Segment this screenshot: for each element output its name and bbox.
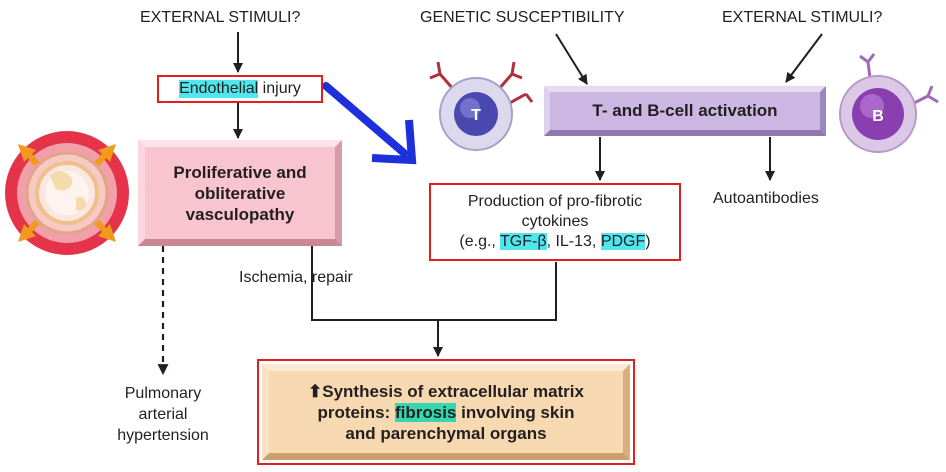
pulmonary-line1: Pulmonary — [124, 385, 202, 402]
endothelial-rest: injury — [258, 80, 301, 97]
fibrosis-line2-post: involving skin — [456, 402, 575, 422]
b-cell-illustration: B — [839, 53, 939, 153]
ischemia-repair-label: Ischemia, repair — [239, 269, 353, 286]
vessel-cross-section-illustration — [5, 131, 129, 255]
t-cell-illustration: T — [429, 61, 534, 151]
arrow-external-right-to-activation — [785, 33, 823, 83]
blue-arrow — [322, 82, 417, 165]
pulmonary-line3: hypertension — [117, 427, 209, 444]
autoantibodies-label: Autoantibodies — [713, 190, 819, 207]
vasculopathy-box: Proliferative and obliterative vasculopa… — [138, 140, 342, 246]
vasculopathy-line1: Proliferative and — [173, 162, 307, 182]
pulmonary-hypertension-label: Pulmonary arterial hypertension — [100, 383, 226, 446]
arrow-genetic-to-activation — [555, 33, 588, 85]
genetic-susceptibility-label: GENETIC SUSCEPTIBILITY — [420, 9, 625, 26]
external-stimuli-left-label: EXTERNAL STIMULI? — [140, 9, 301, 26]
t-b-cell-activation-box: T- and B-cell activation — [544, 86, 826, 136]
fibrosis-box: ⬆Synthesis of extracellular matrix prote… — [262, 364, 630, 460]
fibrosis-highlight: fibrosis — [394, 402, 457, 422]
pulmonary-line2: arterial — [138, 406, 188, 423]
cytokines-line2: cytokines — [521, 213, 589, 230]
vasculopathy-line3: vasculopathy — [185, 204, 295, 224]
fibrosis-line1: Synthesis of extracellular matrix — [322, 381, 584, 401]
t-cell-label: T — [471, 107, 481, 124]
b-cell-label: B — [872, 108, 884, 125]
tgf-beta-highlight: TGF-β — [500, 233, 547, 250]
pdgf-highlight: PDGF — [600, 233, 646, 250]
cytokines-prefix: (e.g., — [459, 233, 501, 250]
fibrosis-outer-box: ⬆Synthesis of extracellular matrix prote… — [257, 359, 635, 465]
fibrosis-line3: and parenchymal organs — [345, 423, 547, 443]
activation-label: T- and B-cell activation — [592, 101, 778, 120]
cytokines-suffix: ) — [645, 233, 651, 250]
fibrosis-line2-pre: proteins: — [317, 402, 395, 422]
cytokines-line1: Production of pro-fibrotic — [467, 193, 643, 210]
external-stimuli-right-label: EXTERNAL STIMULI? — [722, 9, 883, 26]
endothelial-injury-box: Endothelial injury — [157, 75, 323, 103]
cytokines-sep: , IL-13, — [546, 233, 601, 250]
endothelial-highlight: Endothelial — [179, 80, 259, 98]
ischemia-path — [311, 246, 557, 321]
vasculopathy-line2: obliterative — [194, 183, 286, 203]
up-arrow-icon: ⬆ — [308, 381, 323, 401]
cytokines-box: Production of pro-fibrotic cytokines (e.… — [429, 183, 681, 261]
